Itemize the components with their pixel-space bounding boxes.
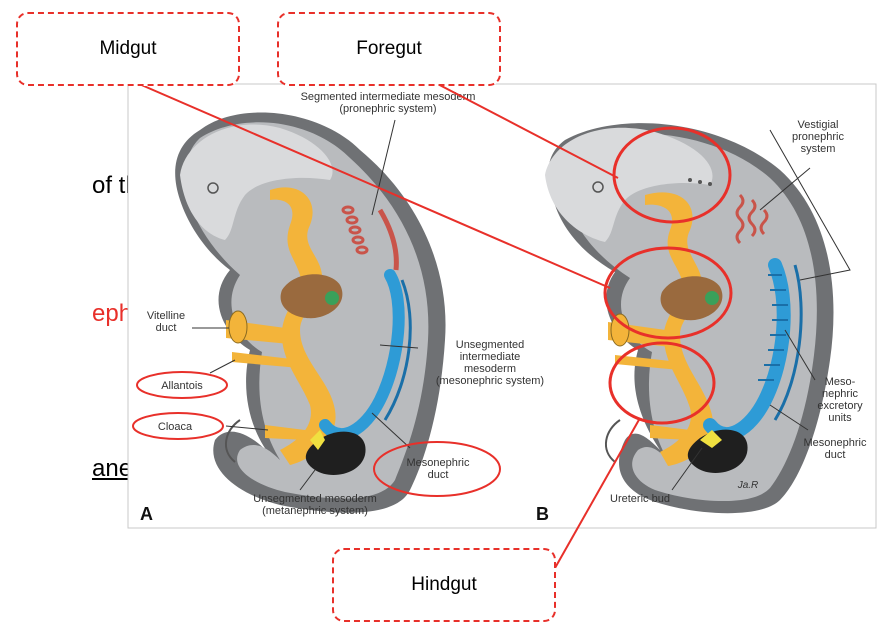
label-units: units (828, 412, 852, 424)
panel-a-vitelline-duct (229, 311, 247, 343)
artist-signature: Ja.R (737, 480, 759, 491)
label-allantois: Allantois (161, 380, 203, 392)
hindgut-callout: Hindgut (332, 548, 556, 622)
label-metanephric-system: (metanephric system) (262, 505, 368, 517)
label-a-mesonephric: Mesonephric (407, 457, 470, 469)
panel-b-letter: B (536, 504, 549, 524)
label-unseg-mesoderm: Unsegmented mesoderm (253, 493, 377, 505)
label-unseg-intermediate-1: Unsegmented (456, 339, 525, 351)
panel-a-letter: A (140, 504, 153, 524)
label-vestigial-system: system (801, 143, 836, 155)
label-vitelline: Vitelline (147, 310, 185, 322)
label-a-mesonephric-duct: duct (428, 469, 449, 481)
hindgut-callout-label: Hindgut (411, 574, 477, 596)
label-b-mesonephric-duct: duct (825, 449, 846, 461)
panel-b-green-bud (705, 291, 719, 305)
label-cloaca: Cloaca (158, 421, 193, 433)
label-unseg-intermediate-4: (mesonephric system) (436, 375, 544, 387)
midgut-callout-label: Midgut (99, 38, 156, 60)
label-b-mesonephric: Mesonephric (804, 437, 867, 449)
label-vitelline-duct: duct (156, 322, 177, 334)
label-segmented-mesoderm: Segmented intermediate mesoderm (301, 91, 476, 103)
label-pronephric-system: (pronephric system) (339, 103, 436, 115)
label-unseg-intermediate-3: mesoderm (464, 363, 516, 375)
panel-b-vitelline-duct (611, 314, 629, 346)
label-meso: Meso- (825, 376, 856, 388)
panel-a-green-bud (325, 291, 339, 305)
label-vestigial: Vestigial (798, 119, 839, 131)
foregut-callout: Foregut (277, 12, 501, 86)
foregut-callout-label: Foregut (356, 38, 421, 60)
label-excretory: excretory (817, 400, 863, 412)
midgut-callout: Midgut (16, 12, 240, 86)
label-nephric: nephric (822, 388, 859, 400)
label-unseg-intermediate-2: intermediate (460, 351, 521, 363)
label-vestigial-pronephric: pronephric (792, 131, 844, 143)
label-ureteric-bud: Ureteric bud (610, 493, 670, 505)
